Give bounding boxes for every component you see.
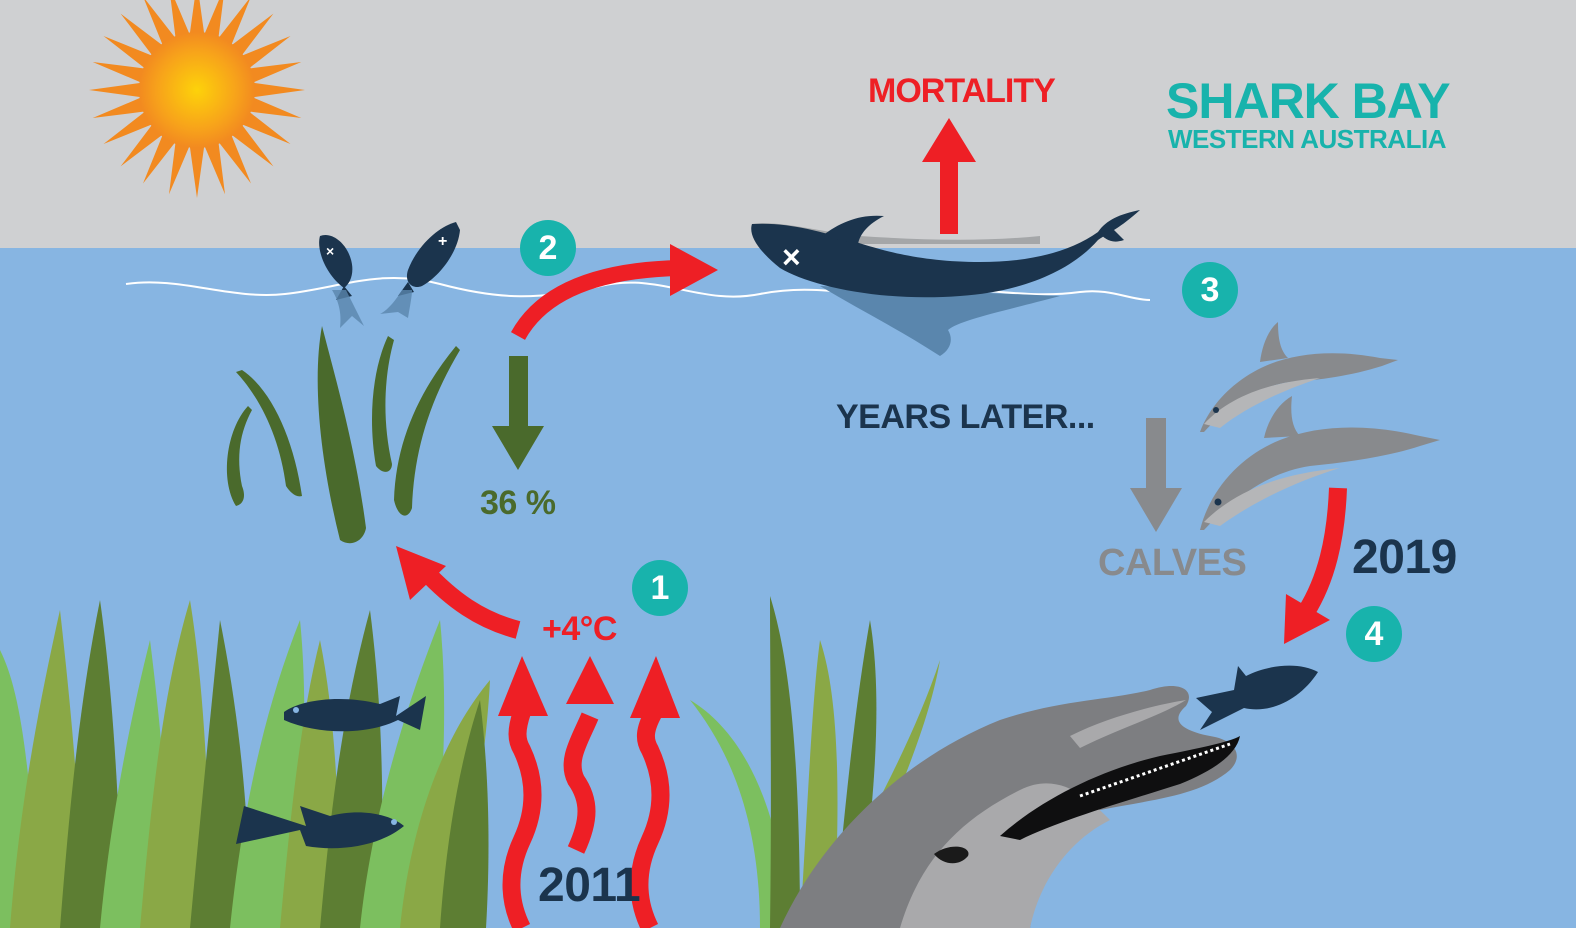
seagrass-loss-label: 36 % [480, 484, 556, 523]
temperature-label: +4°C [542, 610, 617, 649]
step-badge-4: 4 [1346, 606, 1402, 662]
svg-text:×: × [326, 243, 334, 259]
year-end-label: 2019 [1352, 530, 1457, 585]
step-badge-2: 2 [520, 220, 576, 276]
svg-text:+: + [438, 233, 447, 250]
svg-text:×: × [782, 239, 801, 275]
title-sub: WESTERN AUSTRALIA [1168, 124, 1446, 155]
title-main: SHARK BAY [1166, 72, 1450, 130]
step-badge-3: 3 [1182, 262, 1238, 318]
step-badge-1: 1 [632, 560, 688, 616]
years-later-label: YEARS LATER... [836, 398, 1095, 437]
year-start-label: 2011 [538, 858, 640, 913]
mortality-label: MORTALITY [868, 72, 1055, 111]
calves-label: CALVES [1098, 542, 1246, 585]
